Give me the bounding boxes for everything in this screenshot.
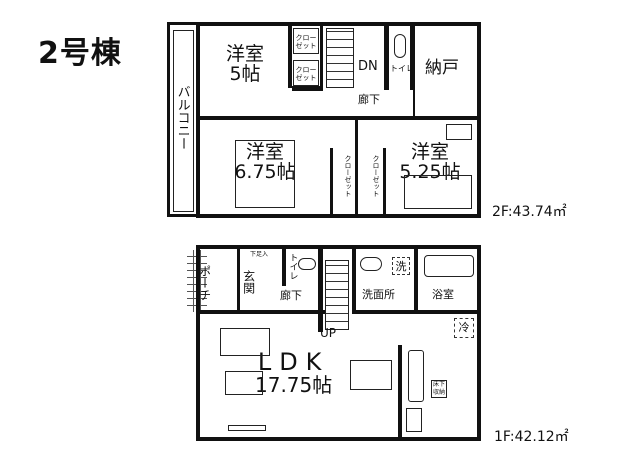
stairs-up-label: UP xyxy=(320,326,337,340)
desk-icon xyxy=(446,124,472,140)
kitchen-sink-icon xyxy=(408,350,424,402)
floor-1-outline xyxy=(196,245,481,441)
toilet-2f-label: トイレ xyxy=(390,64,414,73)
stairs-down-label: DN xyxy=(358,59,378,74)
tv-stand-icon xyxy=(228,425,266,431)
room-size: 6.75帖 xyxy=(234,160,296,183)
bathtub-icon xyxy=(424,255,474,277)
sofa-icon xyxy=(220,328,270,356)
toilet-1f-label: トイレ xyxy=(287,253,298,280)
balcony-label: バルコニー xyxy=(174,85,190,150)
room-western-525: 洋室 5.25帖 xyxy=(390,141,470,183)
table-icon xyxy=(225,371,263,395)
toilet-icon xyxy=(298,258,316,270)
washroom-label: 洗面所 xyxy=(362,288,395,301)
bed-icon xyxy=(404,175,472,209)
fridge-icon: 冷 xyxy=(454,318,474,338)
building-title: 2号棟 xyxy=(38,36,122,71)
stove-icon xyxy=(406,408,422,432)
stairs-2f xyxy=(326,28,354,88)
room-name: LDK xyxy=(257,348,330,376)
floor-2-outline xyxy=(196,22,481,218)
stairs-1f xyxy=(325,260,349,330)
room-western-5: 洋室 5帖 xyxy=(205,43,285,85)
floor-1-area: 1F:42.12㎡ xyxy=(494,429,569,445)
room-western-675: 洋室 6.75帖 xyxy=(225,141,305,183)
shoe-storage: 下足入 xyxy=(249,251,268,258)
room-size: 5帖 xyxy=(229,62,261,85)
room-name: 洋室 xyxy=(225,43,264,65)
closet-a: クローゼット xyxy=(293,28,319,54)
entrance-label: 玄関 xyxy=(241,270,256,294)
balcony: バルコニー xyxy=(167,22,197,217)
closet-c: クローゼット xyxy=(344,155,352,197)
hall-1f-label: 廊下 xyxy=(280,289,302,302)
room-name: 洋室 xyxy=(410,141,449,163)
bed-icon xyxy=(235,140,295,208)
closet-b: クローゼット xyxy=(293,60,319,86)
porch-label: ポーチ xyxy=(197,265,212,301)
washer-icon: 洗 xyxy=(392,257,410,275)
sink-icon xyxy=(360,257,382,271)
dining-table-icon xyxy=(350,360,392,390)
ldk-room: LDK 17.75帖 xyxy=(255,348,333,398)
closet-d: クローゼット xyxy=(372,155,380,197)
storage-label: 納戸 xyxy=(425,58,459,78)
hall-2f-label: 廊下 xyxy=(358,93,380,106)
bath-label: 浴室 xyxy=(432,288,454,301)
floor-2-area: 2F:43.74㎡ xyxy=(492,204,567,220)
room-size: 5.25帖 xyxy=(399,160,461,183)
underfloor-storage: 床下収納 xyxy=(431,380,447,398)
room-name: 洋室 xyxy=(245,141,284,163)
toilet-icon xyxy=(394,34,406,58)
room-size: 17.75帖 xyxy=(255,373,333,398)
